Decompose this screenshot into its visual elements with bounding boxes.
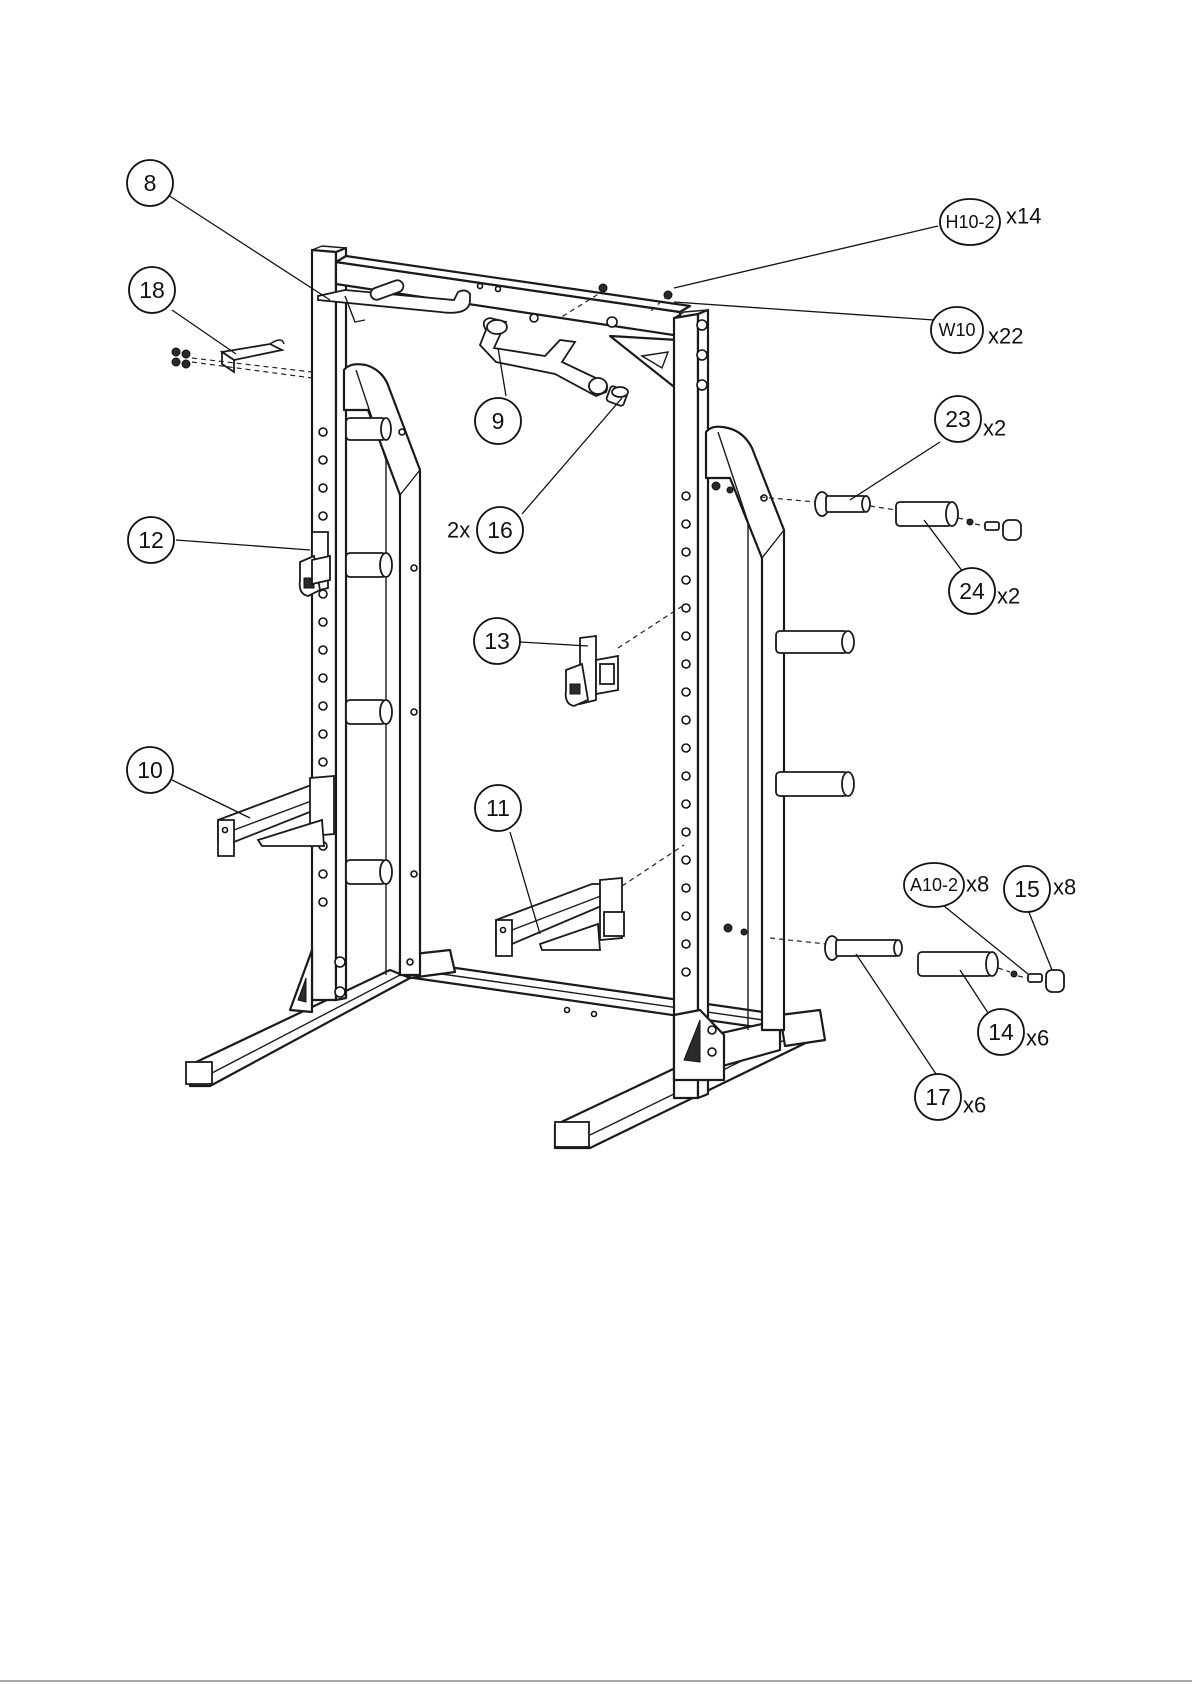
- callout-18: 18: [129, 267, 175, 313]
- svg-text:H10-2: H10-2: [945, 212, 994, 232]
- svg-text:x2: x2: [983, 416, 1006, 441]
- svg-text:24: 24: [959, 578, 985, 604]
- callout-8: 8: [127, 160, 173, 206]
- right-weight-horns: [776, 631, 854, 796]
- part-18-bracket: [172, 340, 312, 378]
- svg-text:x22: x22: [988, 324, 1023, 349]
- svg-text:x8: x8: [1053, 875, 1076, 900]
- callout-16: 2x 16: [447, 507, 523, 553]
- svg-text:17: 17: [925, 1084, 951, 1110]
- part-10-safety-arm: [218, 776, 334, 856]
- callout-10: 10: [127, 747, 173, 793]
- callout-a10-2: A10-2 x8: [904, 863, 989, 907]
- callout-13: 13: [474, 618, 520, 664]
- svg-text:x6: x6: [963, 1093, 986, 1118]
- part-12-j-hook: [300, 532, 330, 596]
- left-crossbars: [346, 418, 392, 884]
- callout-11: 11: [475, 785, 521, 831]
- svg-text:13: 13: [484, 628, 510, 654]
- callout-w10: W10 x22: [931, 307, 1023, 353]
- callout-14: 14 x6: [978, 1009, 1049, 1055]
- svg-text:14: 14: [988, 1019, 1014, 1045]
- svg-text:10: 10: [137, 757, 163, 783]
- part-11-safety-arm: [496, 845, 684, 956]
- rack-drawing: [172, 246, 1064, 1148]
- svg-text:18: 18: [139, 277, 165, 303]
- callout-24: 24 x2: [949, 568, 1020, 614]
- svg-text:x2: x2: [997, 584, 1020, 609]
- callout-15: 15 x8: [1004, 866, 1076, 912]
- part-13-j-hook: [566, 605, 684, 706]
- callout-h10-2: H10-2 x14: [940, 199, 1041, 245]
- svg-text:8: 8: [144, 170, 157, 196]
- callout-17: 17 x6: [915, 1074, 986, 1120]
- svg-text:16: 16: [487, 517, 513, 543]
- svg-text:12: 12: [138, 527, 164, 553]
- svg-text:W10: W10: [938, 320, 975, 340]
- svg-text:11: 11: [486, 795, 510, 821]
- callout-9: 9: [475, 398, 521, 444]
- svg-text:A10-2: A10-2: [910, 875, 958, 895]
- leader-lines: [168, 195, 1052, 1080]
- svg-text:9: 9: [492, 408, 505, 434]
- svg-text:23: 23: [945, 406, 971, 432]
- svg-text:x8: x8: [966, 872, 989, 897]
- callout-12: 12: [128, 517, 174, 563]
- svg-text:2x: 2x: [447, 518, 470, 543]
- svg-text:15: 15: [1014, 876, 1040, 902]
- svg-text:x14: x14: [1006, 204, 1041, 229]
- svg-text:x6: x6: [1026, 1026, 1049, 1051]
- callout-23: 23 x2: [935, 396, 1006, 442]
